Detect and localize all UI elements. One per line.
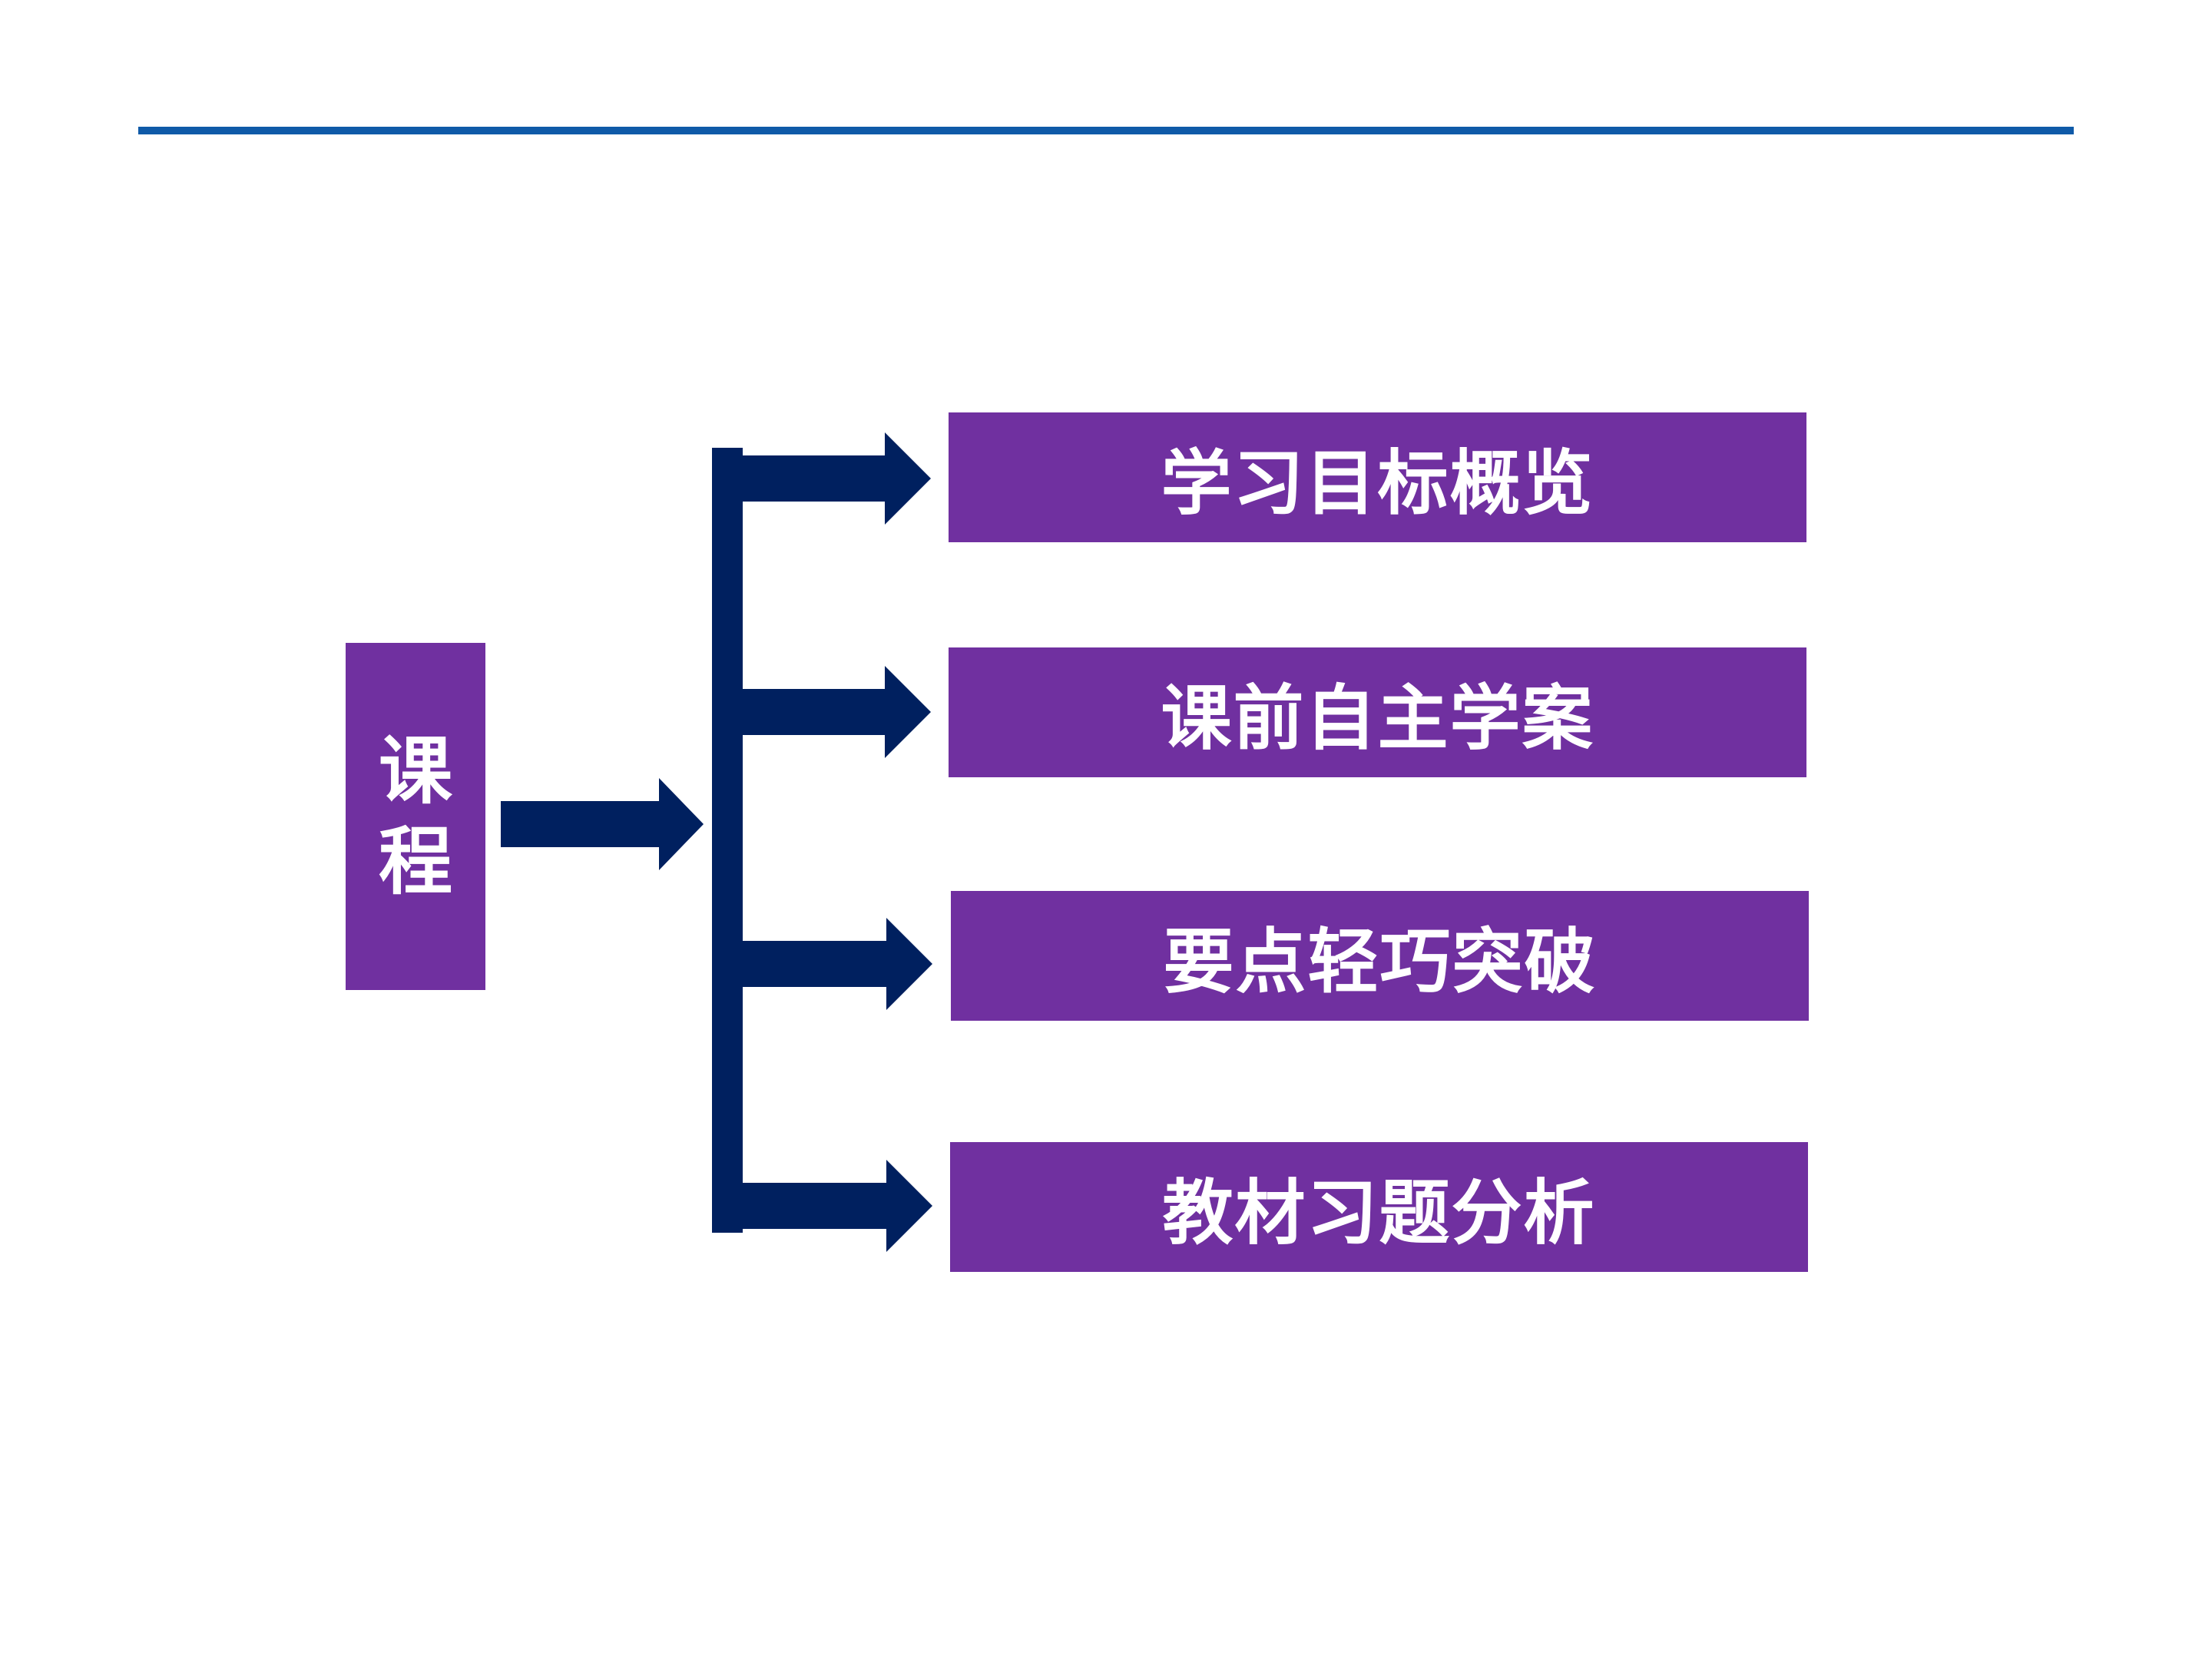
bracket-bar [712, 448, 743, 1233]
root-node-label: 课程 [379, 728, 452, 905]
branch-arrow-3 [743, 918, 932, 1010]
top-divider-line [138, 127, 2074, 134]
branch-arrow-2 [743, 666, 931, 758]
node-label: 要点轻巧突破 [1163, 921, 1597, 1003]
root-arrow [501, 778, 704, 870]
node-learning-objectives[interactable]: 学习目标概览 [949, 412, 1806, 542]
node-label: 课前自主学案 [1161, 677, 1594, 760]
root-node-course: 课程 [346, 643, 485, 990]
branch-arrow-1 [743, 432, 931, 525]
node-textbook-exercises[interactable]: 教材习题分析 [950, 1142, 1808, 1272]
node-key-points[interactable]: 要点轻巧突破 [951, 891, 1809, 1021]
branch-arrow-4 [743, 1160, 932, 1252]
node-label: 教材习题分析 [1162, 1172, 1596, 1254]
node-preclass-study[interactable]: 课前自主学案 [949, 647, 1806, 777]
node-label: 学习目标概览 [1161, 442, 1594, 525]
